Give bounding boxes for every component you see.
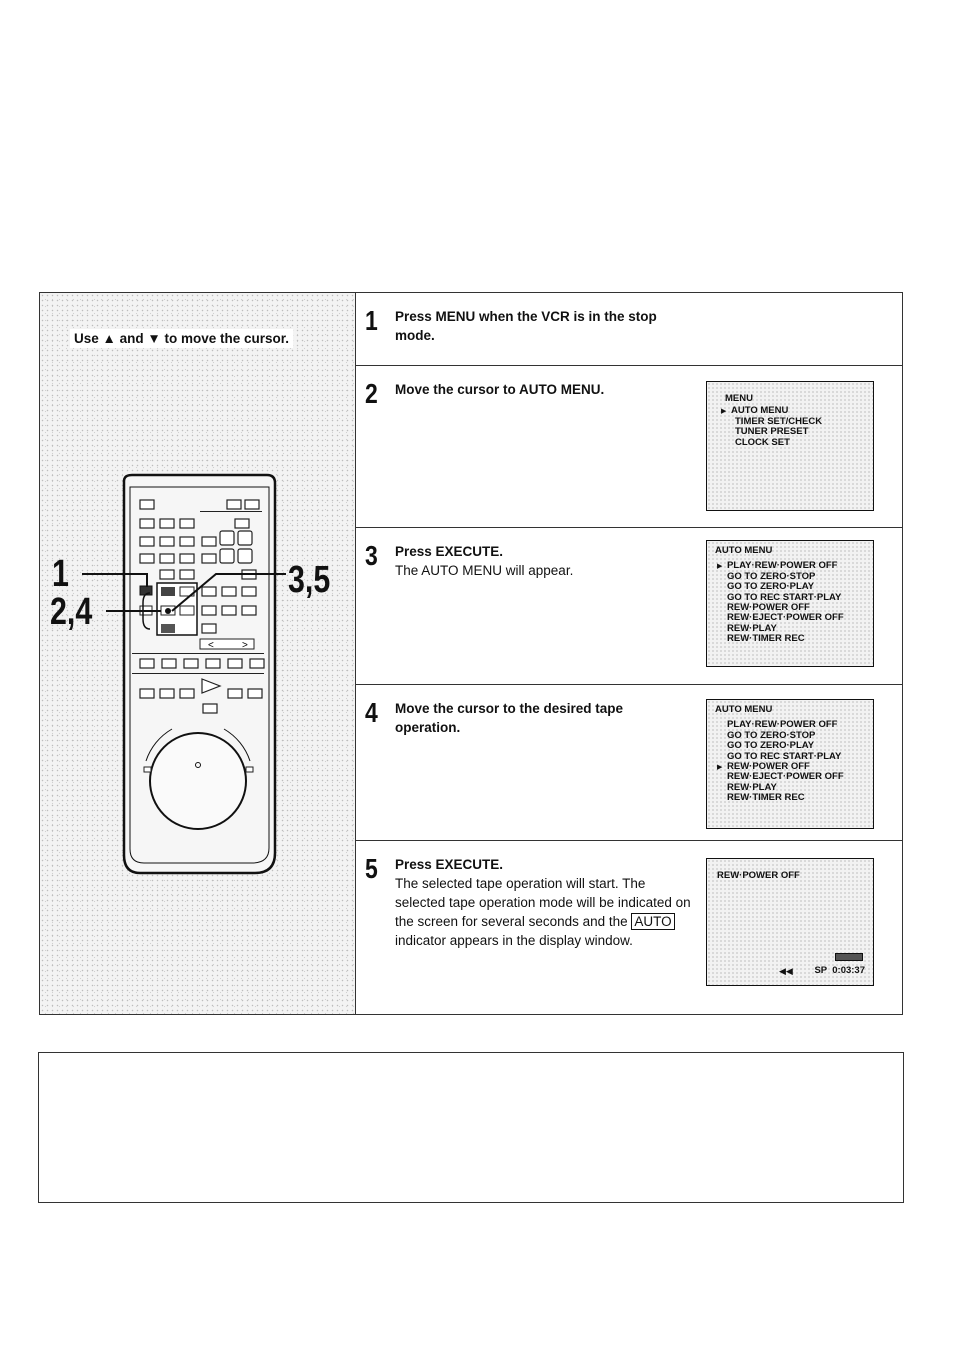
step-title: Press EXECUTE. <box>395 544 504 559</box>
step-title: Move the cursor to AUTO MENU. <box>395 382 605 397</box>
step-text: Move the cursor to the desired tape oper… <box>395 699 685 737</box>
auto-indicator: AUTO <box>631 913 675 930</box>
step-title: Move the cursor to the desired tape oper… <box>395 701 624 735</box>
step-4: 4 Move the cursor to the desired tape op… <box>355 685 902 841</box>
tape-gauge-icon <box>835 953 863 961</box>
steps-list: 1 Press MENU when the VCR is in the stop… <box>355 293 902 1014</box>
screen-line-selected: REW·POWER OFF <box>715 761 867 772</box>
screen-line-selected: PLAY·REW·POWER OFF <box>715 560 867 571</box>
screen-line: MENU <box>725 393 753 404</box>
screen-line: TUNER PRESET <box>735 426 809 438</box>
screen-line: REW·EJECT·POWER OFF <box>727 771 844 783</box>
step-text: Press MENU when the VCR is in the stop m… <box>395 307 685 345</box>
step-5: 5 Press EXECUTE. The selected tape opera… <box>355 841 902 1014</box>
tv-screen-operation: REW·POWER OFF ◀◀ SP 0:03:37 <box>706 858 874 986</box>
step-text: Press EXECUTE. The AUTO MENU will appear… <box>395 542 695 580</box>
step-number: 3 <box>365 540 378 571</box>
step-body: The selected tape operation will start. … <box>395 874 695 950</box>
screen-line: AUTO MENU <box>715 545 773 556</box>
screen-line: REW·EJECT·POWER OFF <box>727 612 844 624</box>
callout-step-2-4: 2,4 <box>50 591 93 633</box>
step-number: 4 <box>365 697 378 728</box>
screen-line: GO TO ZERO·PLAY <box>727 740 815 752</box>
step-number: 1 <box>365 305 378 336</box>
step-text: Press EXECUTE. The selected tape operati… <box>395 855 695 950</box>
tv-screen-auto-menu: AUTO MENU PLAY·REW·POWER OFF GO TO ZERO·… <box>706 540 874 667</box>
screen-title: REW·POWER OFF <box>717 870 800 881</box>
remote-control-illustration: < > <box>82 473 286 875</box>
tv-screen-auto-menu-selected: AUTO MENU PLAY·REW·POWER OFF GO TO ZERO·… <box>706 699 874 829</box>
screen-line: CLOCK SET <box>735 436 790 448</box>
svg-text:<: < <box>208 640 214 651</box>
screen-line: REW·PLAY <box>727 622 777 634</box>
step-title: Press MENU when the VCR is in the stop m… <box>395 309 657 343</box>
screen-line: REW·TIMER REC <box>727 633 805 645</box>
step-text: Move the cursor to AUTO MENU. <box>395 380 695 399</box>
screen-status: SP 0:03:37 <box>814 965 865 976</box>
screen-line: GO TO ZERO·STOP <box>727 729 816 741</box>
screen-line: PLAY·REW·POWER OFF <box>727 719 838 731</box>
step-3: 3 Press EXECUTE. The AUTO MENU will appe… <box>355 528 902 685</box>
callout-step-1: 1 <box>52 553 69 595</box>
tv-screen-menu: MENU AUTO MENU TIMER SET/CHECK TUNER PRE… <box>706 381 874 511</box>
step-title: Press EXECUTE. <box>395 857 504 872</box>
step-body-text: indicator appears in the display window. <box>395 933 633 948</box>
callout-step-3-5: 3,5 <box>288 559 331 601</box>
step-1: 1 Press MENU when the VCR is in the stop… <box>355 293 902 366</box>
cursor-hint: Use ▲ and ▼ to move the cursor. <box>70 329 294 348</box>
screen-line: TIMER SET/CHECK <box>735 415 823 427</box>
step-number: 5 <box>365 853 378 884</box>
screen-line: REW·PLAY <box>727 781 777 793</box>
screen-line: AUTO MENU <box>715 704 773 715</box>
step-body: The AUTO MENU will appear. <box>395 563 574 578</box>
screen-line: REW·POWER OFF <box>727 602 810 614</box>
step-body-text: The selected tape operation will start. … <box>395 876 691 929</box>
screen-line: REW·TIMER REC <box>727 792 805 804</box>
instruction-panel: Use ▲ and ▼ to move the cursor. <box>39 292 903 1015</box>
remote-illustration-panel: Use ▲ and ▼ to move the cursor. <box>40 293 356 1014</box>
step-number: 2 <box>365 378 378 409</box>
svg-text:>: > <box>242 640 248 651</box>
note-box <box>38 1052 904 1203</box>
screen-line-selected: AUTO MENU <box>725 405 867 416</box>
screen-line: GO TO REC START·PLAY <box>727 591 842 603</box>
screen-line: GO TO ZERO·PLAY <box>727 581 815 593</box>
screen-line: GO TO REC START·PLAY <box>727 750 842 762</box>
rewind-icon: ◀◀ <box>779 966 793 976</box>
step-2: 2 Move the cursor to AUTO MENU. MENU AUT… <box>355 366 902 528</box>
screen-line: GO TO ZERO·STOP <box>727 570 816 582</box>
